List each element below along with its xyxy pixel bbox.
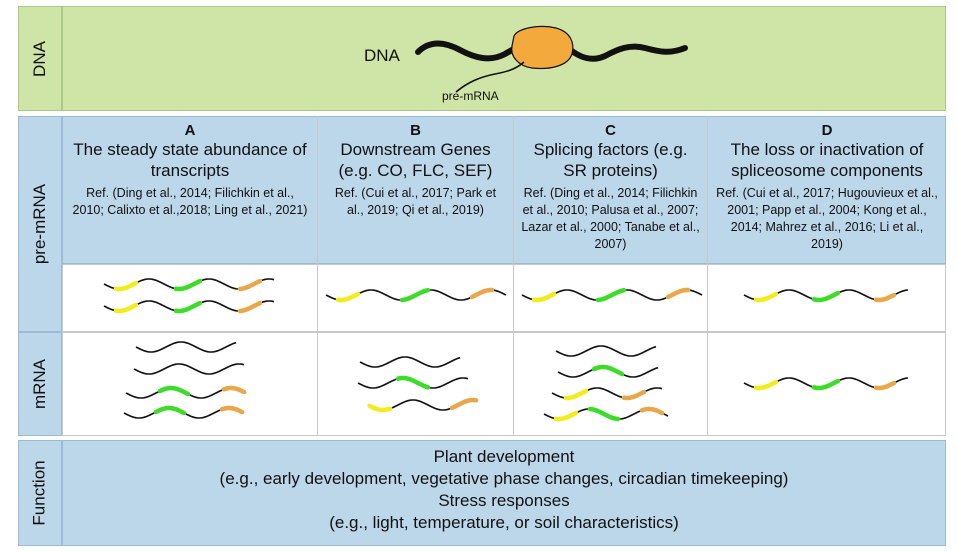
exon-yellow <box>753 291 779 303</box>
pre-mrna-transcript-panel <box>62 264 946 332</box>
dna-strand <box>415 40 529 62</box>
exon-yellow <box>531 291 557 303</box>
mrna-transcript <box>135 341 237 353</box>
exon-green <box>811 290 841 303</box>
exon-green <box>591 364 625 377</box>
exon-orange <box>873 380 897 391</box>
exon-orange <box>237 300 263 314</box>
column-b-header: B Downstream Genes (e.g. CO, FLC, SEF) R… <box>319 120 512 219</box>
column-divider <box>317 116 318 436</box>
function-panel <box>62 440 946 546</box>
transcript-drawings <box>103 278 909 422</box>
exon-green <box>811 378 841 391</box>
exon-green <box>153 405 187 416</box>
exon-green <box>173 300 203 314</box>
column-d-header: D The loss or inactivation of spliceosom… <box>709 120 945 253</box>
mrna-panel <box>62 332 946 436</box>
column-b-letter: B <box>410 122 421 139</box>
exon-green <box>173 278 203 292</box>
exon-yellow <box>367 403 393 413</box>
dna-strand <box>565 43 688 62</box>
exon-yellow <box>553 410 579 422</box>
mrna-transcript <box>555 345 657 357</box>
pre-mrna-row-label-box <box>18 116 62 332</box>
column-divider <box>513 116 514 436</box>
function-line-3: Stress responses <box>438 491 570 510</box>
exon-orange <box>469 287 495 300</box>
function-line-2: (e.g., early development, vegetative pha… <box>219 469 789 488</box>
dna-row-label-box <box>18 6 62 111</box>
exon-orange <box>873 292 897 303</box>
column-d-title: The loss or inactivation of spliceosome … <box>730 140 924 180</box>
column-c-header: C Splicing factors (e.g. SR proteins) Re… <box>515 120 706 253</box>
exon-yellow <box>113 302 139 314</box>
exon-green <box>157 385 191 397</box>
column-d-letter: D <box>821 122 833 139</box>
function-line-1: Plant development <box>433 447 575 466</box>
exon-orange <box>639 406 665 416</box>
dna-illustration: DNA pre-mRNA <box>364 25 688 103</box>
pre-mrna-strand <box>455 61 525 93</box>
pre-mrna-header-panel <box>62 116 946 264</box>
exon-green <box>399 287 431 303</box>
function-row-label-box <box>18 440 62 546</box>
function-text: Plant development (e.g., early developme… <box>62 446 946 534</box>
column-c-title: Splicing factors (e.g. SR proteins) <box>533 140 688 180</box>
column-a-reference: Ref. (Ding et al., 2014; Filichkin et al… <box>72 186 308 217</box>
function-line-4: (e.g., light, temperature, or soil chara… <box>329 513 679 532</box>
exon-orange <box>221 385 247 395</box>
mrna-transcript <box>359 356 461 368</box>
exon-orange <box>219 405 245 415</box>
exon-orange <box>237 278 263 292</box>
column-a-header: A The steady state abundance of transcri… <box>64 120 316 219</box>
exon-orange <box>621 389 647 401</box>
exon-yellow <box>335 291 361 303</box>
column-b-reference: Ref. (Cui et al., 2017; Park et al., 201… <box>334 186 497 217</box>
exon-orange <box>665 287 691 300</box>
exon-yellow <box>113 280 139 292</box>
polymerase-shape <box>511 25 574 70</box>
pre-mrna-label: pre-mRNA <box>442 89 499 103</box>
column-c-reference: Ref. (Ding et al., 2014; Filichkin et al… <box>521 186 700 251</box>
exon-green <box>395 375 431 390</box>
exon-green <box>587 406 621 422</box>
column-a-letter: A <box>184 122 196 139</box>
column-d-reference: Ref. (Cui et al., 2017; Hugouvieux et al… <box>716 186 938 251</box>
column-b-title: Downstream Genes (e.g. CO, FLC, SEF) <box>338 140 493 180</box>
mrna-transcript <box>133 363 245 375</box>
column-c-letter: C <box>605 122 616 139</box>
mrna-row-label-box <box>18 332 62 436</box>
column-divider <box>707 116 708 436</box>
exon-green <box>595 287 627 303</box>
exon-yellow <box>563 388 589 401</box>
exon-yellow <box>753 379 779 391</box>
column-a-title: The steady state abundance of transcript… <box>73 140 307 180</box>
dna-label: DNA <box>364 46 401 65</box>
dna-panel <box>62 6 946 111</box>
exon-orange <box>449 397 479 411</box>
